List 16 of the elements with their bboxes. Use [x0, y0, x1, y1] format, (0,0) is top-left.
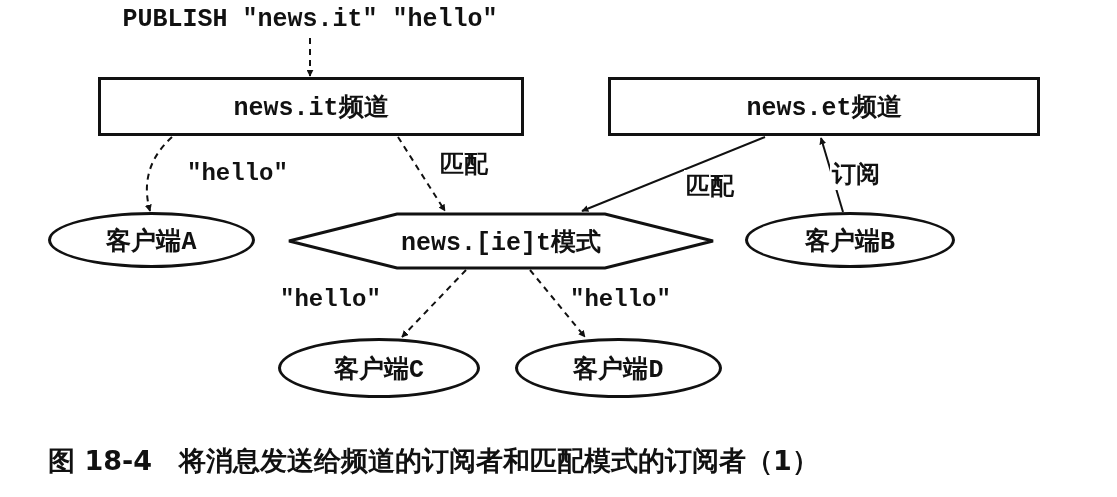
arrow [581, 136, 766, 212]
client-ellipse: 客户端C [278, 338, 480, 398]
arrow [306, 37, 314, 77]
client-ellipse: 客户端A [48, 212, 255, 268]
edge-label: 订阅 [830, 158, 882, 190]
client-ellipse: 客户端D [515, 338, 722, 398]
arrow [145, 136, 173, 212]
figure-caption: 图 18-4 将消息发送给频道的订阅者和匹配模式的订阅者（1） [48, 444, 819, 478]
arrow [401, 269, 467, 338]
command-text: PUBLISH "news.it" "hello" [110, 2, 510, 36]
channel-box: news.et频道 [608, 77, 1040, 136]
client-ellipse: 客户端B [745, 212, 955, 268]
pattern-hexagon: news.[ie]t模式 [287, 212, 715, 270]
arrow [397, 136, 446, 212]
channel-box: news.it频道 [98, 77, 524, 136]
arrow [529, 269, 586, 338]
